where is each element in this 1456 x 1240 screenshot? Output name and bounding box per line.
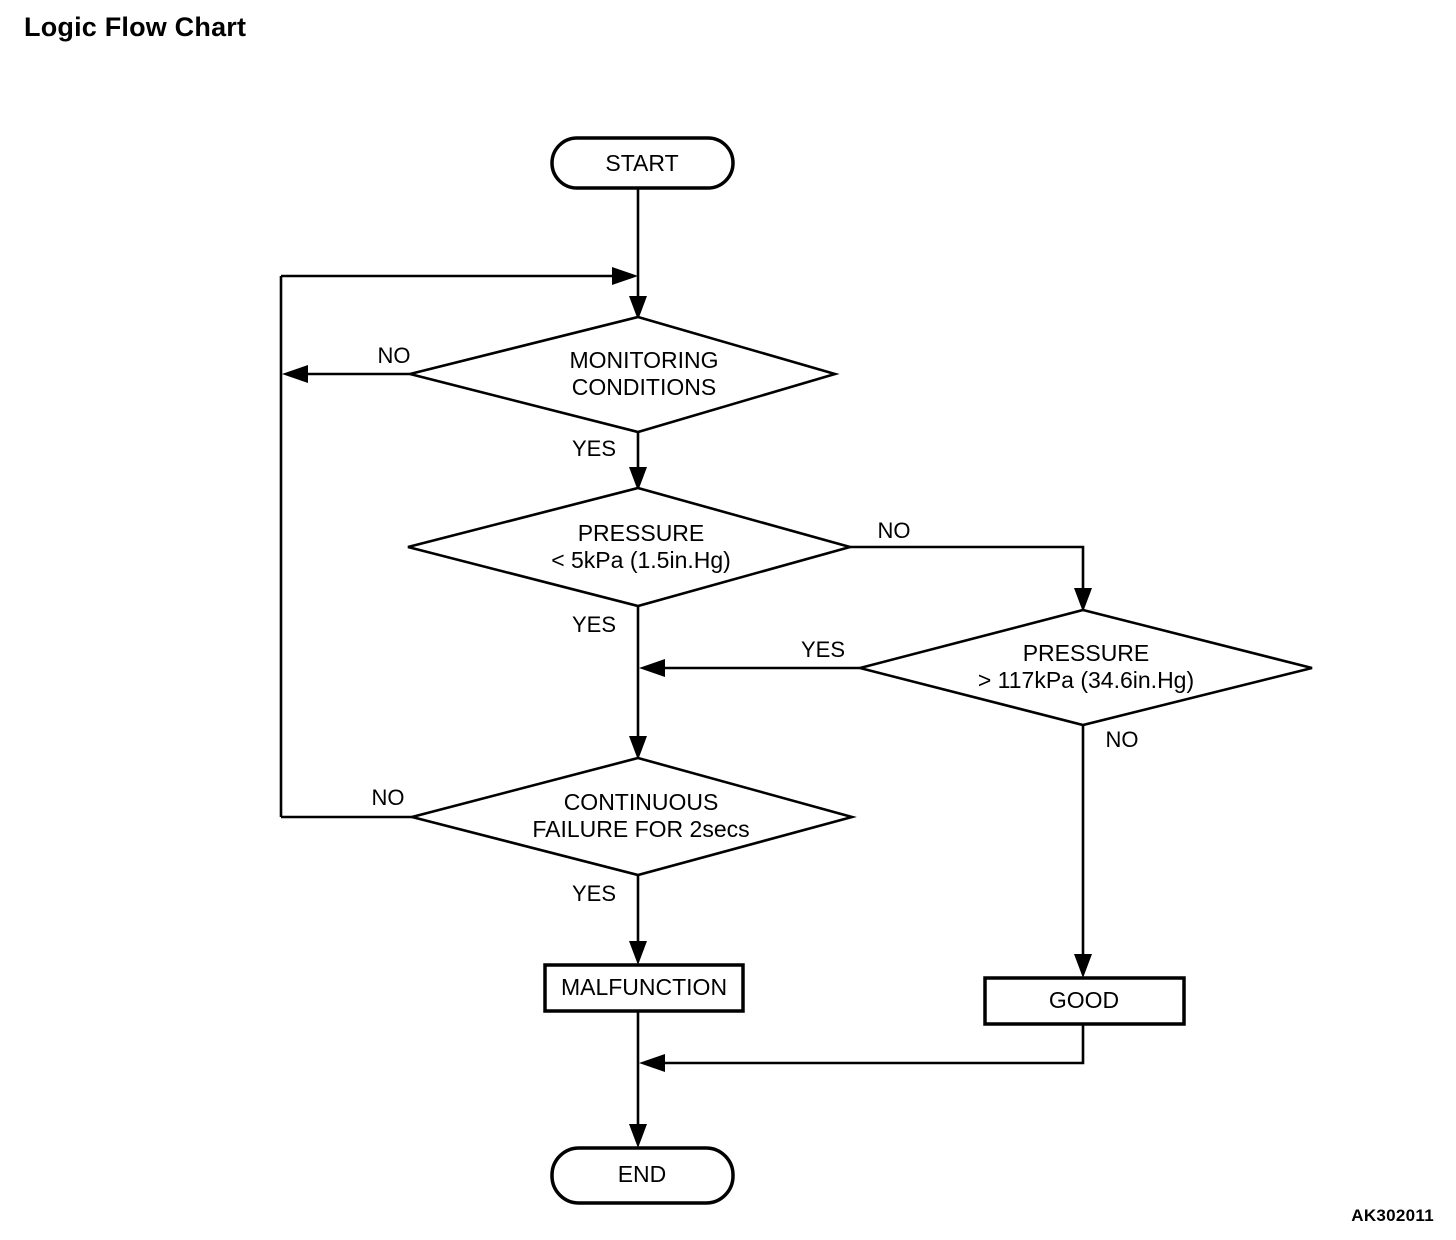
- edge-monitoring-yes: [629, 432, 647, 491]
- end-label: END: [618, 1161, 667, 1187]
- arrow-head-down: [629, 467, 647, 491]
- edge-label-pressure-low-yes: YES: [572, 612, 616, 637]
- edge-start-to-monitoring: [629, 188, 647, 320]
- arrow-head-down: [1074, 954, 1092, 978]
- continuous-decision-shape: [406, 756, 857, 877]
- edge-label-pressure-high-yes: YES: [801, 637, 845, 662]
- pressure-high-label-line2: > 117kPa (34.6in.Hg): [978, 667, 1194, 693]
- node-good[interactable]: GOOD: [983, 976, 1186, 1026]
- edge-pressure-high-no: [1074, 725, 1092, 978]
- malfunction-box-shape: [543, 963, 745, 1013]
- arrow-head-down: [629, 736, 647, 760]
- node-end[interactable]: END: [550, 1146, 735, 1205]
- node-pressure-high[interactable]: PRESSURE > 117kPa (34.6in.Hg): [859, 608, 1313, 727]
- node-start[interactable]: START: [550, 136, 735, 190]
- arrow-head-down: [629, 1124, 647, 1148]
- end-terminator-shape: [550, 1146, 735, 1205]
- edge-label-monitoring-yes: YES: [572, 436, 616, 461]
- pressure-high-decision-shape: [859, 608, 1313, 727]
- edge-continuous-yes: [629, 875, 647, 965]
- arrow-head-down: [629, 296, 647, 320]
- continuous-label-line2: FAILURE FOR 2secs: [532, 816, 749, 842]
- monitoring-label-line1: MONITORING: [569, 347, 718, 373]
- monitoring-decision-shape: [409, 315, 840, 434]
- edge-feedback-loop: [279, 267, 638, 819]
- pressure-low-label-line1: PRESSURE: [578, 520, 705, 546]
- good-box-shape: [983, 976, 1186, 1026]
- arrow-head-left: [282, 365, 308, 383]
- node-malfunction[interactable]: MALFUNCTION: [543, 963, 745, 1013]
- start-terminator-shape: [550, 136, 735, 190]
- start-label: START: [605, 150, 678, 176]
- arrow-head-right: [612, 267, 638, 285]
- good-label: GOOD: [1049, 987, 1119, 1013]
- edge-pressure-low-no: [850, 545, 1092, 612]
- pressure-low-label-line2: < 5kPa (1.5in.Hg): [551, 547, 731, 573]
- node-monitoring-conditions[interactable]: MONITORING CONDITIONS: [409, 315, 840, 434]
- arrow-head-left: [639, 659, 665, 677]
- malfunction-label: MALFUNCTION: [561, 974, 727, 1000]
- pressure-low-decision-shape: [407, 486, 855, 608]
- edge-malfunction-to-end: [629, 1011, 647, 1148]
- page-title: Logic Flow Chart: [24, 12, 247, 42]
- monitoring-label-line2: CONDITIONS: [572, 374, 716, 400]
- edge-label-monitoring-no: NO: [378, 343, 411, 368]
- edge-pressure-high-yes: [639, 659, 860, 677]
- node-pressure-low[interactable]: PRESSURE < 5kPa (1.5in.Hg): [407, 486, 855, 608]
- continuous-label-line1: CONTINUOUS: [564, 789, 719, 815]
- edge-label-pressure-high-no: NO: [1106, 727, 1139, 752]
- edge-pressure-low-yes: [629, 606, 647, 760]
- edge-good-to-end: [639, 1024, 1085, 1072]
- arrow-head-down: [629, 941, 647, 965]
- figure-code: AK302011: [1351, 1206, 1434, 1225]
- arrow-head-down: [1074, 588, 1092, 612]
- edge-label-continuous-no: NO: [372, 785, 405, 810]
- pressure-high-label-line1: PRESSURE: [1023, 640, 1150, 666]
- node-continuous-failure[interactable]: CONTINUOUS FAILURE FOR 2secs: [406, 756, 857, 877]
- edge-label-continuous-yes: YES: [572, 881, 616, 906]
- edge-label-pressure-low-no: NO: [878, 518, 911, 543]
- arrow-head-left: [639, 1054, 665, 1072]
